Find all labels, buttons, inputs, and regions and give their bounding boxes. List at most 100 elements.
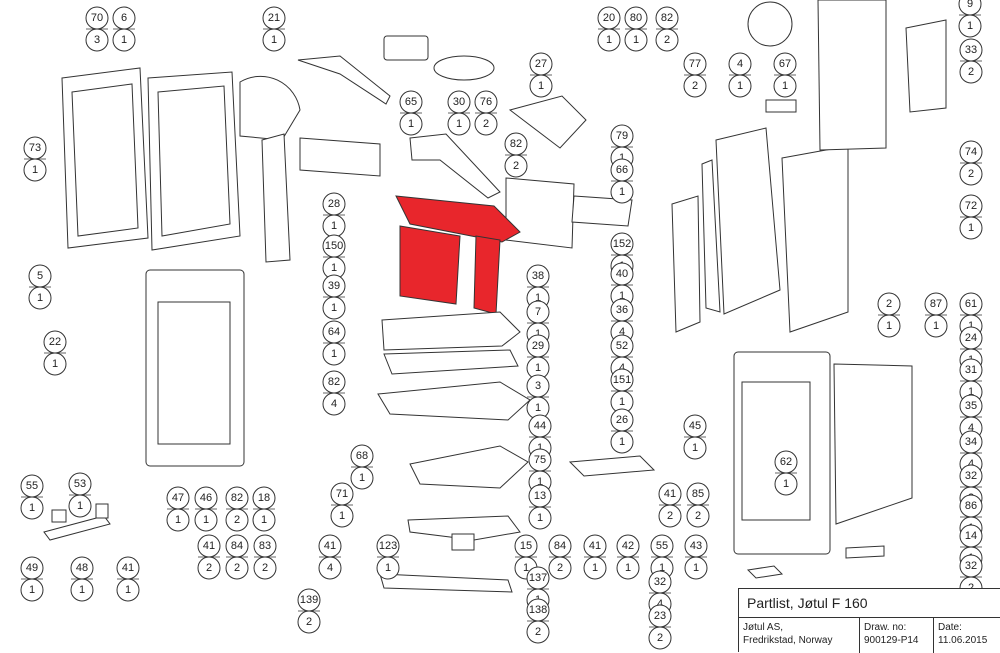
callout-73-1: 73 1 <box>23 136 47 182</box>
callout-bottom: 1 <box>625 562 631 574</box>
callout-bottom: 1 <box>29 502 35 514</box>
callout-bottom: 1 <box>619 436 625 448</box>
callout-bottom: 1 <box>968 386 974 398</box>
callout-bottom: 1 <box>968 320 974 332</box>
callout-top: 53 <box>74 478 86 490</box>
callout-top: 27 <box>535 58 547 70</box>
part-side-panel-77 <box>701 159 721 313</box>
callout-top: 76 <box>480 96 492 108</box>
callout-top: 66 <box>616 164 628 176</box>
callout-top: 47 <box>172 492 184 504</box>
company-cell: Jøtul AS, Fredrikstad, Norway <box>739 618 859 653</box>
part-rear-outlet <box>747 1 793 47</box>
callout-82-2d: 82 2 <box>225 486 249 532</box>
callout-bottom: 4 <box>968 458 974 470</box>
part-plate-79 <box>505 177 575 249</box>
callout-bottom: 2 <box>664 34 670 46</box>
callout-bottom: 1 <box>659 562 665 574</box>
callout-bottom: 1 <box>619 152 625 164</box>
callout-top: 45 <box>689 420 701 432</box>
callout-top: 18 <box>258 492 270 504</box>
callout-bottom: 1 <box>408 118 414 130</box>
callout-bottom: 1 <box>968 222 974 234</box>
callout-top: 83 <box>259 540 271 552</box>
callout-bottom: 1 <box>619 396 625 408</box>
part-bottom-plate-3 <box>377 381 531 421</box>
callout-bottom: 1 <box>385 562 391 574</box>
callout-top: 3 <box>535 380 541 392</box>
callout-bottom: 2 <box>262 562 268 574</box>
callout-41-1a: 41 1 <box>583 534 607 580</box>
callout-top: 82 <box>661 12 673 24</box>
callout-bottom: 1 <box>523 562 529 574</box>
callout-29-1: 29 1 <box>526 334 550 380</box>
company-line1: Jøtul AS, <box>743 622 784 633</box>
callout-47-1: 47 1 <box>166 486 190 532</box>
callout-84-2a: 84 2 <box>225 534 249 580</box>
callout-bottom: 1 <box>359 472 365 484</box>
callout-bottom: 2 <box>483 118 489 130</box>
callout-top: 22 <box>49 336 61 348</box>
callout-top: 72 <box>965 200 977 212</box>
callout-top: 52 <box>616 340 628 352</box>
callout-45-1: 45 1 <box>683 414 707 460</box>
callout-65-1: 65 1 <box>399 90 423 136</box>
callout-top: 65 <box>405 96 417 108</box>
part-rear-plate-9 <box>905 19 947 113</box>
part-base-123 <box>407 515 521 541</box>
callout-top: 42 <box>622 540 634 552</box>
callout-bottom: 1 <box>535 402 541 414</box>
callout-85-2: 85 2 <box>686 482 710 528</box>
part-floor-plate-137 <box>379 573 513 593</box>
callout-bottom: 2 <box>206 562 212 574</box>
callout-41-2b: 41 2 <box>197 534 221 580</box>
callout-bottom: 2 <box>234 514 240 526</box>
callout-top: 138 <box>529 604 547 616</box>
callout-top: 4 <box>737 58 743 70</box>
callout-74-2: 74 2 <box>959 140 983 186</box>
callout-39-1: 39 1 <box>322 274 346 320</box>
callout-top: 67 <box>779 58 791 70</box>
callout-top: 55 <box>26 480 38 492</box>
callout-18-1: 18 1 <box>252 486 276 532</box>
callout-53-1: 53 1 <box>68 472 92 518</box>
callout-top: 5 <box>37 270 43 282</box>
callout-43-1: 43 1 <box>684 534 708 580</box>
callout-top: 71 <box>336 488 348 500</box>
callout-bottom: 2 <box>695 510 701 522</box>
callout-top: 41 <box>589 540 601 552</box>
callout-9-1: 9 1 <box>958 0 982 38</box>
part-front-door-glass <box>157 301 231 445</box>
part-side-liner-39 <box>399 225 461 305</box>
callout-32-4: 32 4 <box>648 570 672 616</box>
callout-top: 151 <box>613 374 631 386</box>
callout-bottom: 1 <box>693 562 699 574</box>
callout-bottom: 1 <box>52 358 58 370</box>
callout-6-1: 6 1 <box>112 6 136 52</box>
callout-bottom: 2 <box>968 582 974 594</box>
callout-top: 80 <box>630 12 642 24</box>
callout-bottom: 1 <box>619 186 625 198</box>
callout-bottom: 1 <box>619 290 625 302</box>
callout-top: 139 <box>300 594 318 606</box>
callout-bottom: 2 <box>657 632 663 644</box>
callout-46-1: 46 1 <box>194 486 218 532</box>
callout-top: 46 <box>200 492 212 504</box>
callout-top: 79 <box>616 130 628 142</box>
callout-bottom: 1 <box>331 220 337 232</box>
callout-bottom: 1 <box>537 476 543 488</box>
callout-top: 30 <box>453 96 465 108</box>
drawing-title: Partlist, Jøtul F 160 <box>747 595 868 611</box>
callout-bottom: 1 <box>125 584 131 596</box>
callout-top: 49 <box>26 562 38 574</box>
part-bracket-26 <box>568 455 656 477</box>
callout-bottom: 2 <box>557 562 563 574</box>
callout-64-1: 64 1 <box>322 320 346 366</box>
callout-bottom: 1 <box>271 34 277 46</box>
callout-top: 41 <box>122 562 134 574</box>
callout-55-1a: 55 1 <box>20 474 44 520</box>
callout-5-1: 5 1 <box>28 264 52 310</box>
part-plate-151 <box>671 195 701 333</box>
callout-top: 31 <box>965 364 977 376</box>
callout-77-2: 77 2 <box>683 52 707 98</box>
